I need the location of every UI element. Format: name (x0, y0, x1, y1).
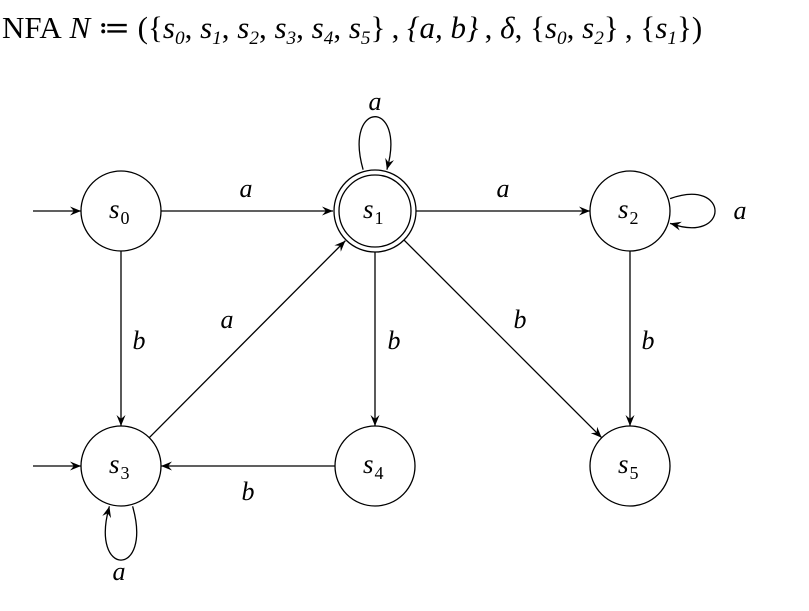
transition-label: a (221, 305, 234, 334)
transition-function: δ (500, 10, 515, 45)
state-set-item: s4 (311, 10, 334, 49)
state-s3: s3 (33, 425, 162, 507)
transition-s1-s2 (415, 206, 590, 216)
state-set-item: s2 (237, 10, 259, 49)
state-circle (589, 170, 671, 252)
state-set-item: s5 (348, 10, 371, 49)
transition-label: a (497, 174, 510, 203)
final-set-item: s1 (655, 10, 677, 49)
automaton-definition: NFA N ≔ ({s0, s1, s2, s3, s4, s5} , {a, … (2, 10, 703, 49)
transition-edge (148, 240, 346, 439)
arrow-head-icon (625, 415, 635, 426)
state-set-item: s0 (162, 10, 185, 49)
state-circle (589, 425, 671, 507)
initial-arrow-head-icon (70, 461, 81, 471)
transition-label: a (240, 174, 253, 203)
transition-s1-s4 (370, 251, 380, 426)
transition-label: a (734, 196, 747, 225)
arrow-head-icon (385, 157, 394, 170)
transition-s3-s1 (148, 240, 346, 439)
transition-s2-s5 (625, 251, 635, 426)
state-s4: s4 (334, 425, 416, 507)
state-circle (334, 425, 416, 507)
state-circle (80, 170, 162, 252)
transition-s0-s3 (116, 251, 126, 426)
self-loop-edge (104, 506, 138, 561)
initial-arrow-head-icon (70, 206, 81, 216)
self-loop-edge (358, 116, 392, 170)
transition-s1-s1 (358, 116, 394, 170)
transition-label: b (642, 326, 655, 355)
transition-label: a (369, 87, 382, 116)
transition-label: b (514, 305, 527, 334)
arrow-head-icon (579, 206, 590, 216)
state-s2: s2 (589, 170, 671, 252)
self-loop-edge (669, 193, 716, 229)
arrow-head-icon (590, 426, 602, 438)
transition-label: b (388, 326, 401, 355)
initial-set-item: s2 (582, 10, 604, 49)
state-set-item: s1 (200, 10, 222, 49)
state-set-item: s3 (274, 10, 297, 49)
state-circle (80, 425, 162, 507)
transition-s4-s3 (161, 461, 335, 471)
state-s0: s0 (33, 170, 162, 252)
alphabet-set: {a, b} (407, 10, 479, 45)
transition-label: b (242, 477, 255, 506)
accepting-inner-circle (338, 174, 412, 248)
transition-s1-s5 (402, 238, 603, 439)
state-s5: s5 (589, 425, 671, 507)
arrow-head-icon (670, 221, 682, 231)
transition-s3-s3 (102, 506, 138, 561)
arrow-head-icon (161, 461, 172, 471)
transition-label: a (113, 557, 126, 586)
transition-edge (402, 238, 603, 439)
state-s1: s1 (333, 169, 417, 253)
arrow-head-icon (370, 415, 380, 426)
arrow-head-icon (322, 206, 333, 216)
arrow-head-icon (116, 415, 126, 426)
automaton-name: N (69, 10, 91, 45)
arrow-head-icon (334, 240, 346, 252)
title-prefix: NFA (2, 10, 62, 45)
transition-s2-s2 (669, 193, 716, 231)
arrow-head-icon (102, 506, 112, 519)
assign-operator: ≔ ( (90, 10, 149, 45)
initial-set-item: s0 (544, 10, 567, 49)
transition-s0-s1 (161, 206, 333, 216)
transition-label: b (133, 326, 146, 355)
